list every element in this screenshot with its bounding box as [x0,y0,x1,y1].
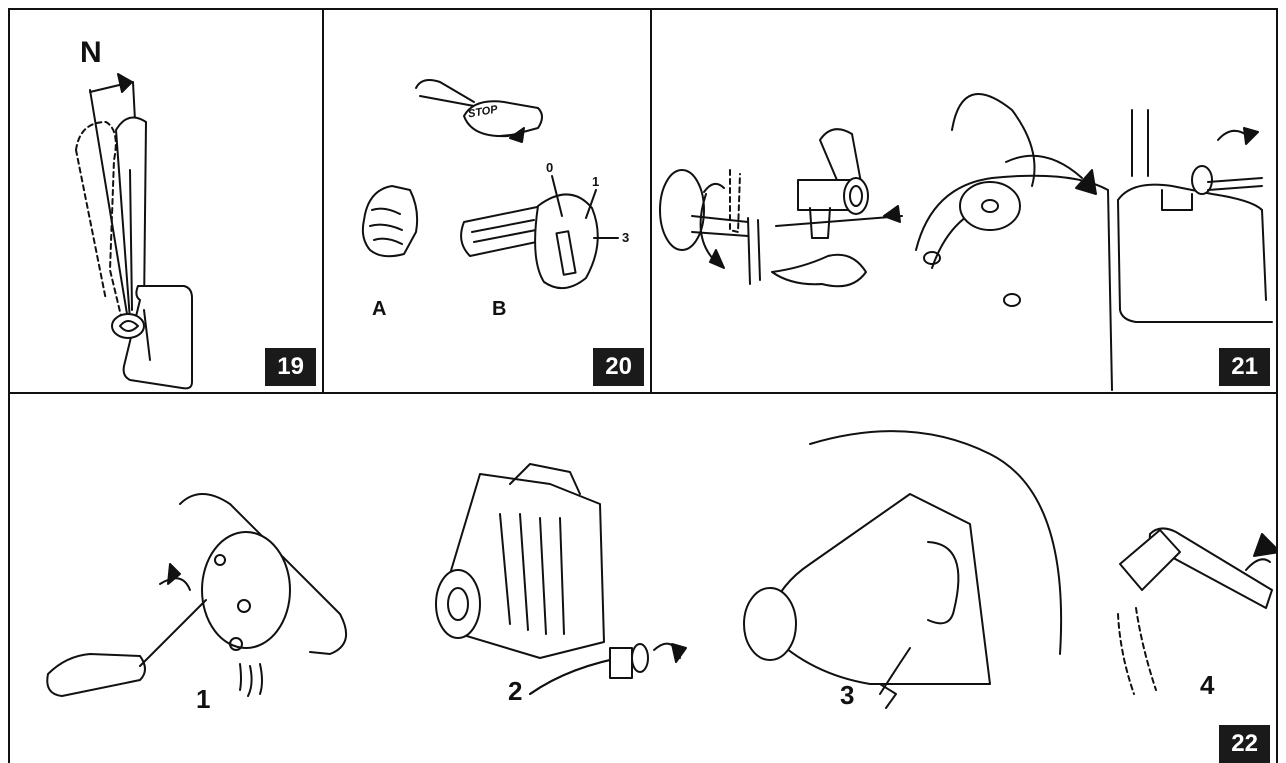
engine-hose-illustration [436,464,686,694]
figure-21-panel: 21 [650,8,1278,394]
seacock-illustration [652,10,1278,394]
control-lever-illustration [10,10,324,394]
label-b: B [492,298,506,321]
figure-20-panel: STOP 0 1 3 A B 20 [322,8,652,394]
arrow-head-icon [118,74,132,92]
curved-arrow-icon [672,644,686,662]
neutral-label: N [80,36,102,70]
knob-a-icon [363,186,417,256]
exhaust-elbow-illustration [744,431,1061,708]
figure-22-panel: 1 2 3 4 22 [8,392,1278,763]
figure-number-badge: 20 [593,348,644,386]
seacock-handle-icon [660,170,760,284]
step-4-label: 4 [1200,670,1214,701]
engine-stop-illustration [324,10,652,394]
ignition-key-icon [461,176,618,288]
figure-19-panel: N 19 [8,8,324,394]
label-a: A [372,298,386,321]
wrench-icon [1118,528,1278,694]
fuel-tank-illustration [1118,110,1272,322]
figure-number-badge: 21 [1219,348,1270,386]
screwdriver-icon [47,654,145,696]
figure-number-badge: 22 [1219,725,1270,763]
pump-drain-screw-illustration [47,494,346,696]
key-position-0: 0 [546,160,553,175]
curved-arrow-icon [168,564,180,584]
key-position-3: 3 [622,230,629,245]
step-2-label: 2 [508,676,522,707]
curved-arrow-icon [1254,534,1278,556]
figure-number-badge: 19 [265,348,316,386]
step-3-label: 3 [840,680,854,711]
key-position-1: 1 [592,174,599,189]
engine-base-illustration [916,94,1112,390]
drain-valve-illustration [772,129,902,286]
step-1-label: 1 [196,684,210,715]
